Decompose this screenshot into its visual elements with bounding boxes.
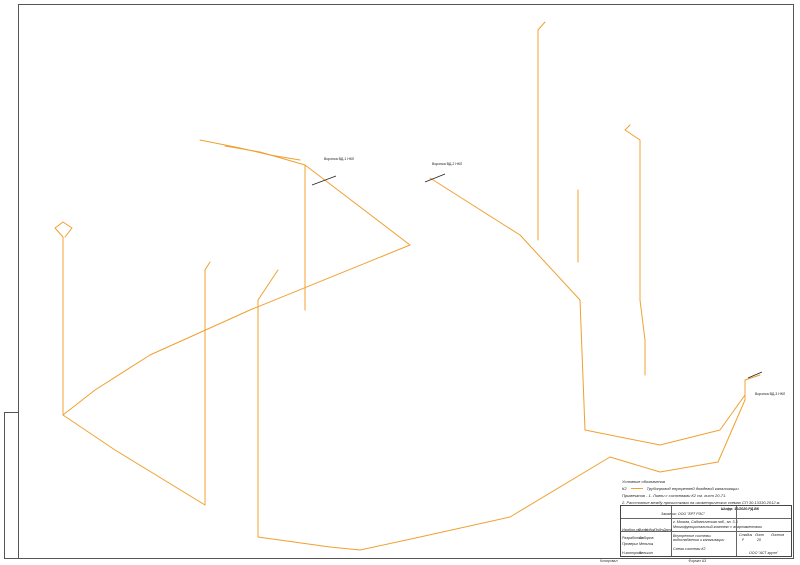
sheets-header: Листов — [771, 533, 785, 537]
legend-desc: Трубопровод внутренней дождевой канализа… — [646, 486, 739, 491]
legend: Условные обозначения К2 Трубопровод внут… — [622, 478, 792, 506]
pipe-branch-k2-2 — [62, 261, 211, 506]
pipe-riser-k2-3 — [257, 269, 279, 538]
pipe-swatch — [630, 488, 643, 489]
header-cell: Дата — [663, 528, 673, 532]
title-block: Шифр: 16/2020.РД.ВК Заказчик: ООО "БРТ Р… — [620, 505, 792, 557]
role: Разработал — [622, 536, 643, 540]
name: Зелькин — [639, 551, 653, 555]
pipe-branch-k2-3 — [429, 177, 746, 446]
role: Проверил — [622, 542, 639, 546]
copied-label: Копировал — [600, 559, 618, 563]
object: Многофункциональный комплекс с апартамен… — [673, 525, 762, 529]
pipe-riser-k2-1 — [54, 221, 73, 416]
legend-note-1: Примечания - 1. Ливни с системами К2 см.… — [622, 493, 727, 498]
project-code: Шифр: 16/2020.РД.ВК — [721, 507, 759, 511]
header-cell: №док — [645, 528, 655, 532]
legend-note-2: 2. Расстояние между прочистками на изоме… — [622, 500, 781, 505]
section: Внутренние системы водоснабжения и канал… — [673, 534, 725, 542]
stage-header: Стадия — [739, 533, 753, 537]
legend-title: Условные обозначения — [622, 479, 666, 484]
pipe-branch-k2-1 — [62, 145, 411, 416]
name: Мельник — [639, 542, 654, 546]
header-cell: Кол.уч — [629, 528, 640, 532]
pipe-drop-right — [744, 374, 761, 401]
roof-funnel-2 — [424, 173, 446, 183]
role: Н.контроль — [622, 551, 643, 555]
roof-funnel-3 — [747, 371, 763, 379]
pipe-main-collector — [257, 399, 746, 551]
drawing-frame — [18, 4, 794, 559]
header-cell: Лист — [638, 528, 648, 532]
funnel-label-2: Воронка ВД-2 НКЛ — [432, 162, 463, 166]
sheet-header: Лист — [755, 533, 765, 537]
pipe-horizontal-top — [199, 139, 301, 161]
sheet-number: 20 — [757, 538, 761, 542]
legend-code: К2 — [622, 486, 627, 491]
stage: Р — [742, 538, 745, 542]
pipe-riser-k2-4 — [537, 21, 546, 241]
pipe-riser-k2-6 — [624, 124, 646, 376]
address: г. Москва, Садовническая наб., вл. 3-5 — [673, 520, 738, 524]
header-cell: Изм. — [622, 528, 630, 532]
funnel-markers — [311, 173, 763, 379]
format-label: Формат А3 — [688, 559, 707, 563]
funnel-label-1: Воронка ВД-1 НКЛ — [324, 157, 355, 161]
header-cell: Подп. — [654, 528, 664, 532]
company: ООО "АСТ групп" — [749, 551, 779, 555]
sheet-title: Схема системы К2 — [673, 547, 706, 551]
customer: Заказчик: ООО "БРТ РЭС" — [661, 512, 705, 516]
pipe-network — [54, 21, 761, 551]
bottom-labels: Копировал Формат А3 — [600, 559, 706, 563]
side-strip — [4, 412, 18, 559]
name: Сабиров — [639, 536, 654, 540]
funnel-label-3: Воронка ВД-3 НКЛ — [755, 392, 786, 396]
legend-row: К2 Трубопровод внутренней дождевой канал… — [622, 485, 792, 492]
roof-funnel-1 — [311, 175, 337, 186]
